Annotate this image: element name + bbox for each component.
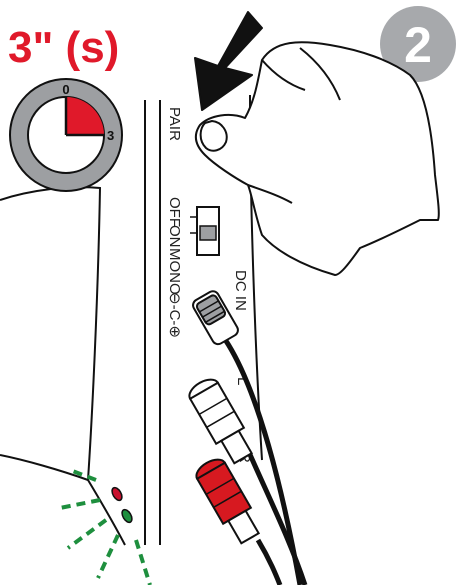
dc-plug <box>192 290 303 585</box>
timer-elapsed-wedge <box>66 97 104 135</box>
press-arrow-icon <box>194 11 263 111</box>
hand-icon <box>194 41 440 276</box>
device-front <box>0 186 102 482</box>
mode-switch <box>190 206 220 256</box>
duration-label: 3" (s) <box>8 23 119 72</box>
indicator-led-green <box>121 508 133 524</box>
timer-start-label: 0 <box>62 82 69 97</box>
indicator-led-red <box>111 486 123 502</box>
device-edge <box>87 479 126 546</box>
step-number: 2 <box>404 17 432 73</box>
switch-on-label: ON <box>166 225 183 248</box>
timer-end-label: 3 <box>107 128 114 143</box>
rca-plug-left <box>188 378 308 585</box>
timer-icon: 0 3 <box>9 78 123 192</box>
pair-label: PAIR <box>166 107 183 141</box>
rca-plug-right <box>195 458 283 585</box>
polarity-label: ⊖-C-⊕ <box>166 292 183 338</box>
step-badge: 2 <box>380 6 456 82</box>
dc-in-label: DC IN <box>232 270 249 311</box>
switch-off-label: OFF <box>166 197 183 227</box>
switch-mono-label: MONO <box>166 248 183 295</box>
flash-rays <box>59 468 152 585</box>
left-channel-label: L <box>234 377 251 385</box>
